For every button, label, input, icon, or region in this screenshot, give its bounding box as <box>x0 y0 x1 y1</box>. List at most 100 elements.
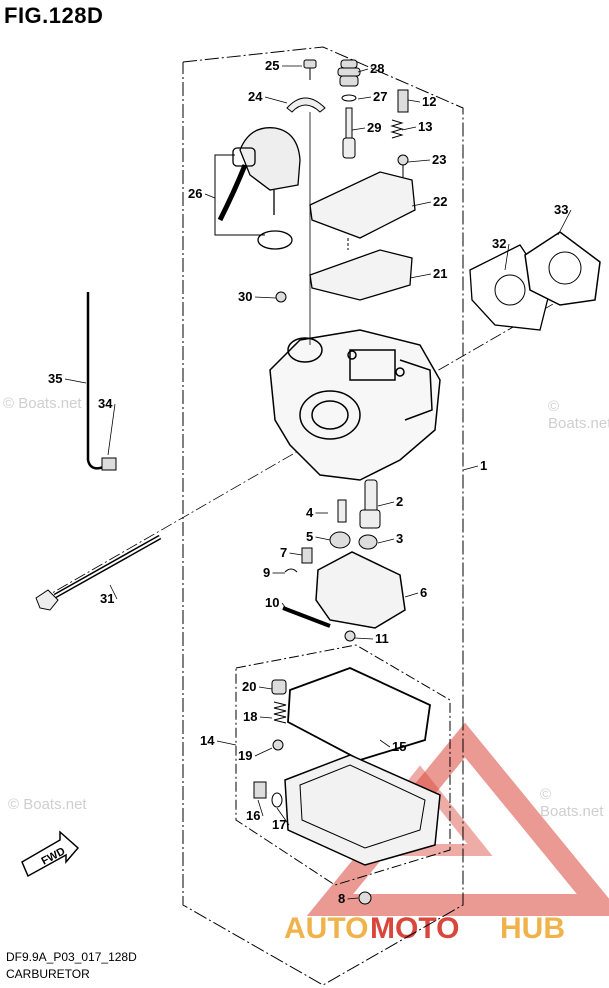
callout-18: 18 <box>243 709 257 724</box>
carb-side-detail <box>399 359 433 421</box>
callout-6: 6 <box>420 585 427 600</box>
callout-leader-31 <box>109 584 118 600</box>
part-29-pin <box>342 107 356 159</box>
part-17-gasket <box>271 792 283 808</box>
callout-leader-12 <box>407 99 421 103</box>
part-19-ball <box>272 739 284 751</box>
fwd-arrow: FWD <box>21 830 80 878</box>
callout-17: 17 <box>272 817 286 832</box>
callout-26: 26 <box>188 186 202 201</box>
watermark-left: © Boats.net <box>3 395 82 412</box>
callout-13: 13 <box>418 119 432 134</box>
callout-leader-32 <box>504 243 510 271</box>
part-11-screw <box>344 630 356 642</box>
carb-venturi <box>311 400 349 430</box>
part-30-screw <box>275 291 287 303</box>
figure-title: FIG.128D <box>4 3 104 28</box>
callout-21: 21 <box>433 266 447 281</box>
part-16-drain-screw <box>253 781 267 799</box>
figure-code: DF9.9A_P03_017_128D <box>6 950 137 964</box>
callout-31: 31 <box>100 591 114 606</box>
part-23-screw <box>397 154 409 178</box>
carburetor-body <box>269 329 441 481</box>
callout-leader-6 <box>404 592 419 598</box>
callout-leader-20 <box>258 686 273 690</box>
part-33-hole <box>548 251 582 285</box>
callout-leader-15 <box>379 739 391 748</box>
part-27-oring <box>341 94 357 102</box>
watermark-right: © Boats.net <box>548 398 609 432</box>
callout-leader-17 <box>276 807 290 826</box>
callout-20: 20 <box>242 679 256 694</box>
carb-body-outline <box>269 329 441 481</box>
callout-leader-28 <box>357 68 369 73</box>
part-32-hole <box>494 274 526 306</box>
part-15-gasket <box>287 667 431 761</box>
part-7-valve <box>301 547 313 564</box>
float-chamber-boundary <box>235 644 451 886</box>
assembly-boundary <box>182 46 464 986</box>
fwd-arrow-shape <box>21 830 80 878</box>
callout-9: 9 <box>263 565 270 580</box>
callout-27: 27 <box>373 89 387 104</box>
callout-leader-11 <box>354 637 374 640</box>
callout-11: 11 <box>375 631 389 646</box>
logo-text-moto: MOTO <box>370 912 459 945</box>
callout-10: 10 <box>265 595 279 610</box>
callout-29: 29 <box>367 120 381 135</box>
callout-8: 8 <box>338 891 345 906</box>
figure-caption: CARBURETOR <box>6 967 90 981</box>
callout-22: 22 <box>433 194 447 209</box>
callout-33: 33 <box>554 202 568 217</box>
callout-leader-29 <box>351 127 366 131</box>
callout-leader-2 <box>377 501 395 507</box>
callout-12: 12 <box>422 94 436 109</box>
part-31-bolt <box>35 534 162 611</box>
part-25-screw <box>303 59 317 80</box>
callout-leader-30 <box>254 296 277 299</box>
callout-35: 35 <box>48 371 62 386</box>
callout-2: 2 <box>396 494 403 509</box>
callout-leader-23 <box>407 159 431 163</box>
callout-leader-1 <box>462 465 479 471</box>
callout-leader-35 <box>64 378 87 384</box>
part-9-clip <box>284 568 298 573</box>
part-13-spring <box>390 119 404 139</box>
callout-leader-8 <box>347 897 359 900</box>
part-8-screw <box>358 891 372 905</box>
part-26-solenoid <box>217 127 301 250</box>
callout-25: 25 <box>265 58 279 73</box>
callout-1: 1 <box>480 458 487 473</box>
logo-text-auto: AUTO <box>284 912 368 945</box>
carb-inlet <box>287 337 323 363</box>
callout-leader-24 <box>264 96 288 104</box>
callout-leader-22 <box>411 201 432 207</box>
part-5-jet <box>329 531 351 549</box>
carb-top-plate <box>349 349 396 381</box>
carb-screw-2 <box>347 350 357 360</box>
callout-leader-14 <box>216 740 237 746</box>
watermark-bottom-right: © Boats.net <box>540 786 604 820</box>
callout-15: 15 <box>392 739 406 754</box>
part-21-gasket <box>309 249 413 301</box>
callout-7: 7 <box>280 545 287 560</box>
carb-throat <box>299 390 361 440</box>
callout-leader-5 <box>315 536 331 541</box>
callout-leader-18 <box>259 716 273 719</box>
callout-leader-19 <box>254 747 273 757</box>
callout-leader-13 <box>401 126 417 131</box>
logo-text-hub: HUB <box>500 912 565 945</box>
callout-leader-21 <box>409 273 432 279</box>
callout-3: 3 <box>396 531 403 546</box>
callout-leader-16 <box>257 799 264 817</box>
part-26-oring <box>257 230 293 250</box>
part-35-wire <box>86 292 109 470</box>
callout-24: 24 <box>248 89 263 104</box>
callout-23: 23 <box>432 152 446 167</box>
callout-19: 19 <box>238 748 252 763</box>
part-12-screw <box>397 89 409 113</box>
callout-leader-26 <box>204 193 216 199</box>
callout-leader-7 <box>289 552 303 556</box>
